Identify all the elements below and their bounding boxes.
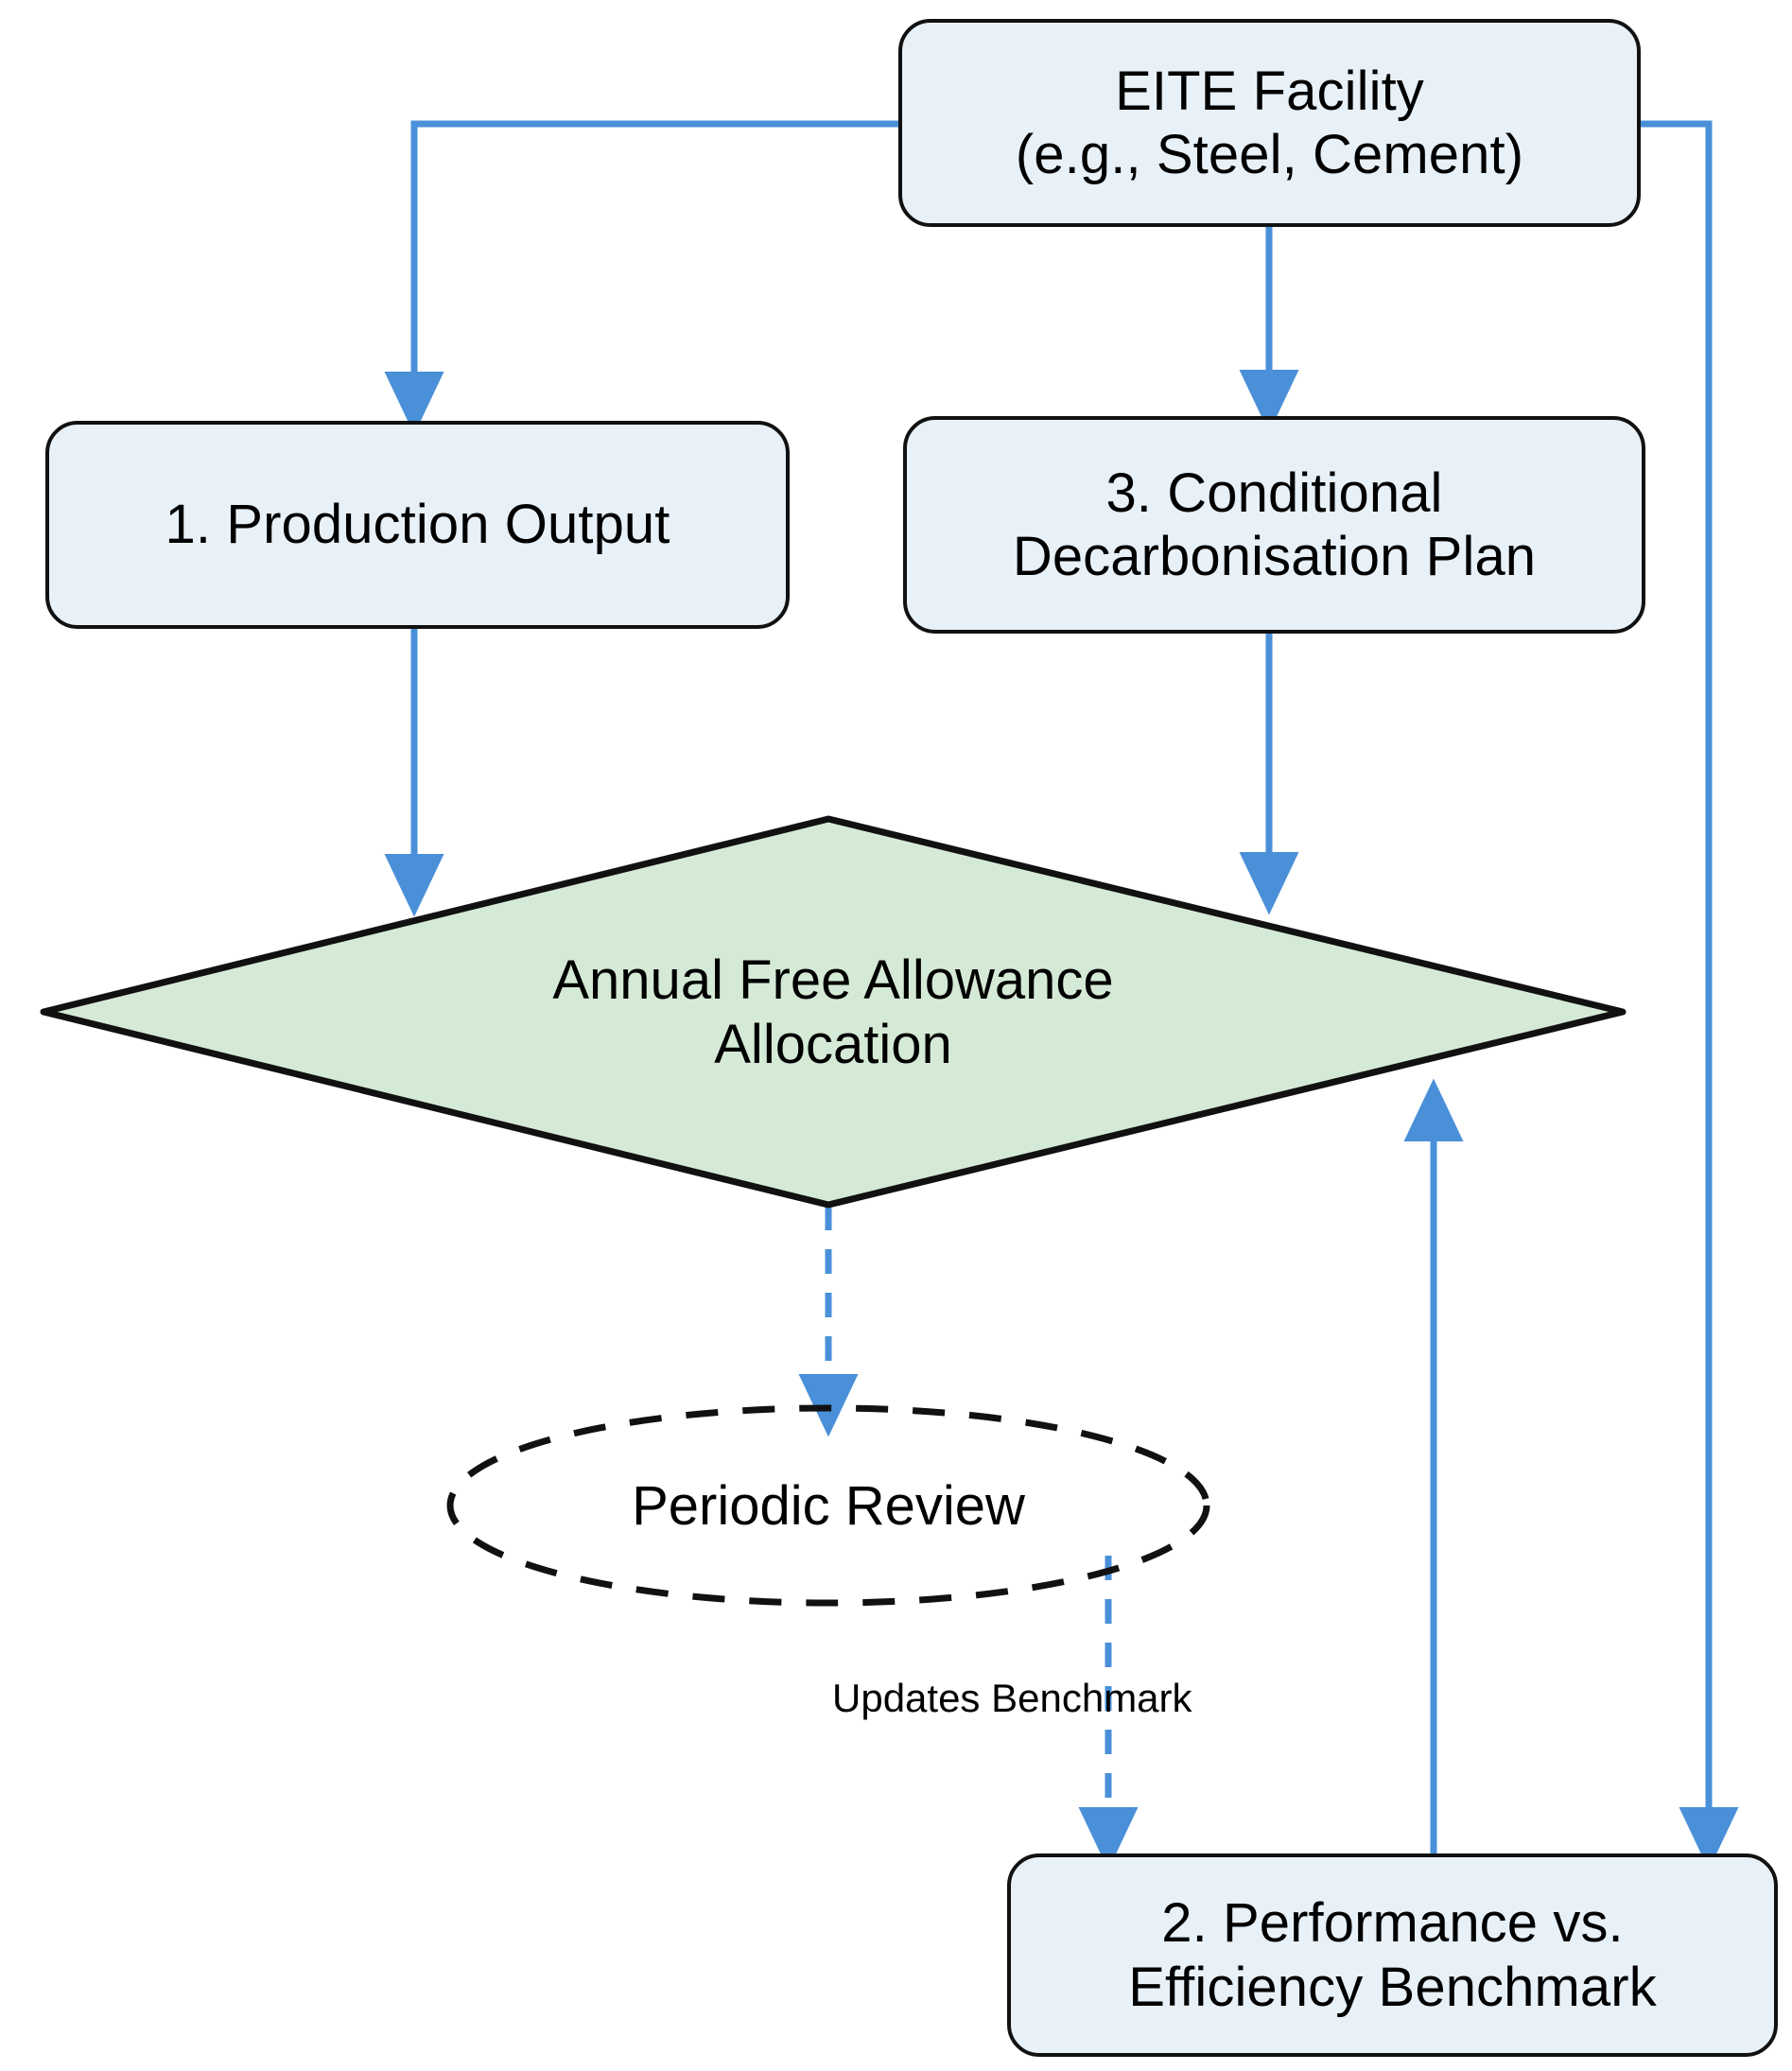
allowance-allocation-shape[interactable] xyxy=(40,815,1627,1209)
edge-label-updates-benchmark: Updates Benchmark xyxy=(832,1676,1192,1720)
node-allowance-allocation-label: Annual Free Allowance Allocation xyxy=(552,948,1114,1075)
node-eite-facility[interactable]: EITE Facility (e.g., Steel, Cement) xyxy=(898,19,1641,227)
node-production-output-label: 1. Production Output xyxy=(165,494,670,556)
edge-eite-to-production xyxy=(384,120,898,435)
node-decarbonisation-plan[interactable]: 3. Conditional Decarbonisation Plan xyxy=(903,416,1645,634)
node-periodic-review: Periodic Review xyxy=(450,1408,1207,1603)
periodic-review-shape[interactable] xyxy=(446,1404,1210,1607)
node-performance-benchmark-label: 2. Performance vs. Efficiency Benchmark xyxy=(1128,1892,1657,2018)
node-periodic-review-label: Periodic Review xyxy=(632,1474,1025,1537)
node-decarbonisation-plan-label: 3. Conditional Decarbonisation Plan xyxy=(1012,461,1537,587)
edge-eite-to-performance xyxy=(1641,120,1739,1871)
node-eite-facility-label: EITE Facility (e.g., Steel, Cement) xyxy=(1015,60,1524,185)
node-performance-benchmark[interactable]: 2. Performance vs. Efficiency Benchmark xyxy=(1007,1853,1778,2057)
node-allowance-allocation: Annual Free Allowance Allocation xyxy=(43,819,1623,1207)
node-production-output[interactable]: 1. Production Output xyxy=(45,421,790,629)
